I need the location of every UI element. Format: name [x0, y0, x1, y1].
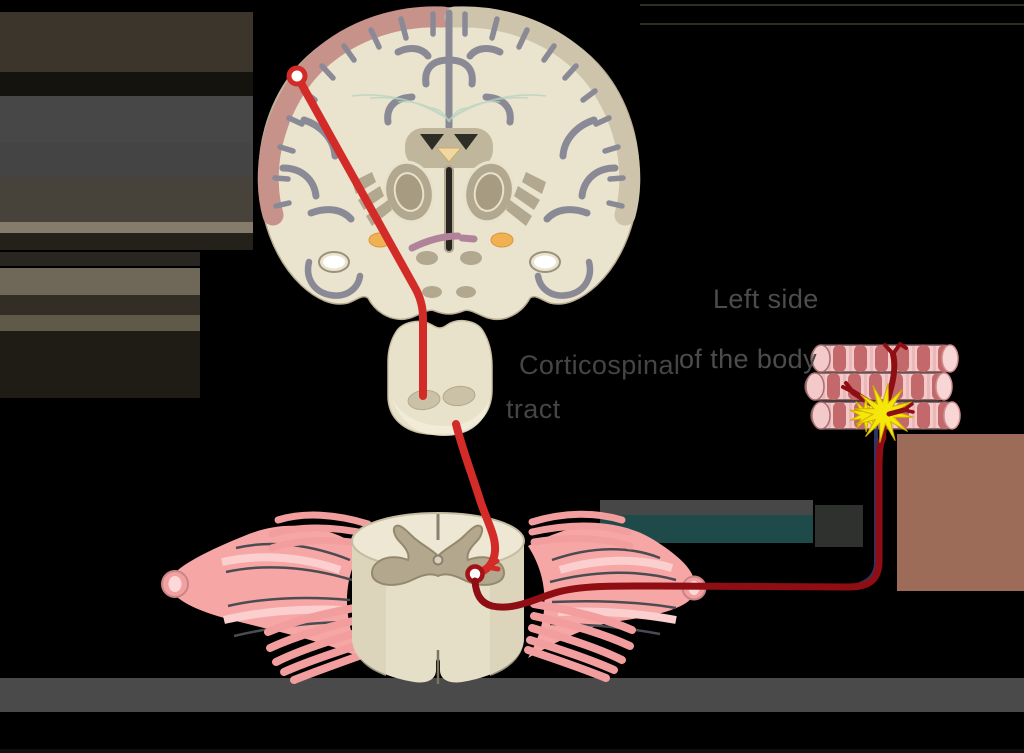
basal-ganglia: [352, 160, 546, 298]
cord-cylinder: [351, 512, 525, 684]
dim-bottom-faint-line: [0, 749, 1024, 753]
dim-header-left-band: [0, 12, 253, 72]
axon-companion-navy-line: [858, 418, 878, 586]
dim-left-band-1: [0, 96, 253, 143]
right-cortex-band: [444, 6, 641, 226]
dim-top-line-2: [640, 23, 1024, 25]
temporal-ventricle-spots: [318, 251, 561, 273]
dim-top-line-1: [640, 4, 1024, 6]
temporal-swirls: [304, 258, 594, 299]
ventral-rootlets: [264, 600, 636, 684]
dim-header-left-dark: [0, 72, 253, 96]
axon-branch-over-star: [886, 402, 915, 417]
brain-coronal-section: [257, 6, 641, 320]
inner-sulci: [279, 9, 619, 223]
upper-motor-neuron-path: [286, 65, 427, 400]
central-canal: [432, 554, 444, 566]
neuromuscular-junction-starbursts: [849, 383, 914, 443]
label-left-side-of-body-line2: of the body: [679, 344, 818, 374]
dim-right-dark-block: [815, 505, 863, 547]
mauve-tract-stripes: [408, 232, 478, 252]
label-left-side-of-body-line1: Left side: [713, 284, 819, 314]
fornix-amber-triangle: [435, 147, 463, 163]
dim-left-band-3: [0, 177, 253, 222]
brainstem-bottom-face: [392, 398, 490, 436]
dim-left-band-2: [0, 143, 253, 177]
label-corticospinal-tract-line2: tract: [506, 394, 561, 424]
dim-mid-gray-strip: [600, 500, 813, 515]
third-ventricle-slit: [444, 165, 454, 253]
decussation-path: [452, 420, 501, 584]
spinal-cord-section: [161, 510, 707, 684]
label-corticospinal-tract-line1: Corticospinal: [519, 350, 681, 380]
pyramid-right: [442, 385, 476, 407]
neuron-cell-body-dot: [286, 65, 308, 87]
muscle-fiber: [810, 344, 959, 373]
nerve-cut-end-left: [161, 570, 189, 598]
dim-left-band-tan: [0, 222, 253, 233]
motor-cortex-rose-band: [257, 6, 454, 226]
dim-bottom-band: [0, 678, 1024, 712]
dim-left-band-5: [0, 252, 200, 266]
ventricles-and-callosum: [405, 128, 493, 168]
brainstem-section: [387, 319, 493, 436]
synapse-starburst-icon: [854, 383, 914, 443]
dim-brown-block: [897, 434, 1024, 591]
cortex-sulci-ticks: [272, 11, 626, 209]
corona-radiata-fan: [351, 94, 547, 123]
dim-left-band-7: [0, 295, 200, 315]
dim-left-band-9: [0, 331, 200, 398]
dim-left-band-8: [0, 315, 200, 331]
dim-left-band-6: [0, 268, 200, 295]
dim-left-band-4: [0, 233, 253, 250]
